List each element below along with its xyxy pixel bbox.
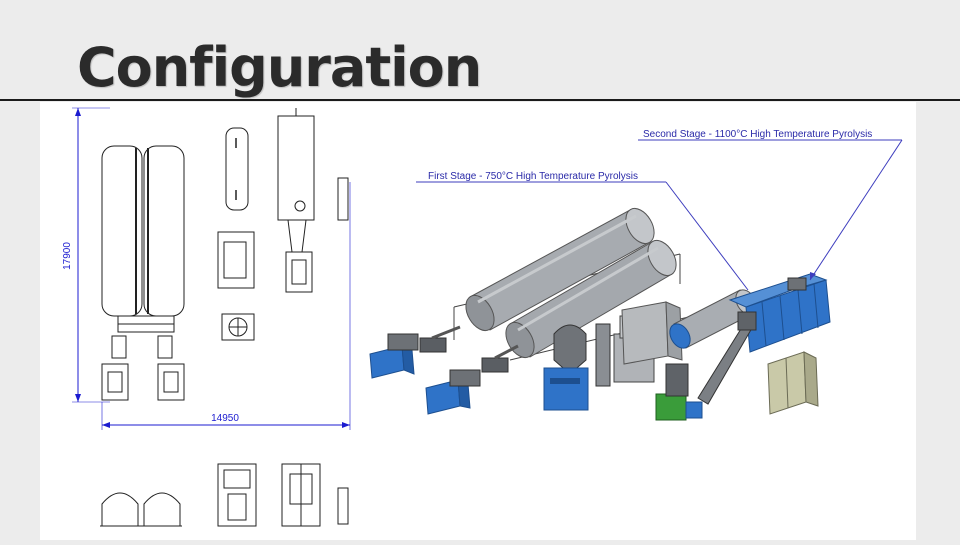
- elevation-hopper-unit: [281, 463, 321, 527]
- reactor-tank-1: [465, 207, 655, 332]
- cyclone-separator: [543, 324, 589, 411]
- plan-control-box: [217, 231, 255, 289]
- plan-twin-reactors: [101, 145, 185, 333]
- drawing-sheet: 17900 14950: [40, 102, 916, 540]
- plan-view-drawing: 17900 14950: [62, 107, 351, 527]
- width-dimension-label: 14950: [211, 413, 239, 424]
- feed-pump-skid-2: [425, 344, 519, 415]
- second-stage-label: Second Stage - 1100°C High Temperature P…: [643, 129, 872, 140]
- electrical-cabinet: [767, 351, 819, 415]
- width-dimension: [101, 182, 351, 430]
- height-dimension: [72, 107, 110, 403]
- isometric-plant-render: First Stage - 750°C High Temperature Pyr…: [369, 129, 903, 421]
- green-feeder-unit: [655, 363, 703, 421]
- plan-tall-tank: [277, 108, 315, 293]
- feed-pump-skid-1: [369, 325, 461, 379]
- high-temp-furnace: [728, 273, 831, 353]
- elevation-side-panel: [337, 487, 349, 525]
- inclined-conveyor: [697, 311, 757, 405]
- elevation-twin-tanks: [100, 492, 182, 527]
- plan-side-panel: [337, 177, 349, 221]
- slide-title: Configuration: [77, 36, 482, 99]
- plan-pump-skids: [101, 335, 185, 401]
- title-underline: [0, 99, 960, 101]
- plan-small-tank: [225, 127, 249, 211]
- elevation-control-unit: [217, 463, 257, 527]
- plan-fan-box: [221, 313, 255, 341]
- first-stage-label: First Stage - 750°C High Temperature Pyr…: [428, 171, 638, 182]
- second-stage-tank: [669, 289, 757, 349]
- height-dimension-label: 17900: [62, 242, 73, 270]
